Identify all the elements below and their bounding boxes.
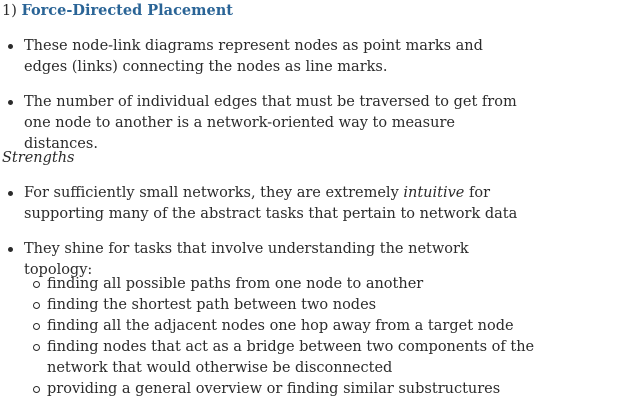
sub-list-item: finding all possible paths from one node…: [0, 274, 640, 295]
section-number: 1): [2, 3, 17, 19]
list-item-text: finding all the adjacent nodes one hop a…: [47, 318, 514, 334]
strengths-bullet-list: For sufficiently small networks, they ar…: [0, 183, 640, 281]
topology-task-list: finding all possible paths from one node…: [0, 274, 640, 400]
circle-bullet-icon: [33, 344, 40, 351]
circle-bullet-icon: [33, 323, 40, 330]
list-item-text: finding the shortest path between two no…: [47, 297, 377, 313]
list-item-text: finding all possible paths from one node…: [47, 276, 424, 292]
section-heading: 1) Force-Directed Placement: [2, 1, 233, 21]
list-item-text: providing a general overview or finding …: [47, 381, 501, 397]
list-item-text: These node-link diagrams represent nodes…: [24, 38, 483, 75]
circle-bullet-icon: [33, 386, 40, 393]
list-item: These node-link diagrams represent nodes…: [0, 36, 640, 78]
list-item: The number of individual edges that must…: [0, 92, 640, 155]
sub-list-item: finding the shortest path between two no…: [0, 295, 640, 316]
circle-bullet-icon: [33, 302, 40, 309]
bullet-icon: [8, 247, 13, 252]
bullet-icon: [8, 44, 13, 49]
section-title-link[interactable]: Force-Directed Placement: [21, 2, 233, 19]
intro-bullet-list: These node-link diagrams represent nodes…: [0, 36, 640, 155]
bullet-icon: [8, 191, 13, 196]
list-item: For sufficiently small networks, they ar…: [0, 183, 640, 225]
sub-list-item: finding nodes that act as a bridge betwe…: [0, 337, 640, 379]
sub-list-item: providing a general overview or finding …: [0, 379, 640, 400]
sub-list-item: finding all the adjacent nodes one hop a…: [0, 316, 640, 337]
text-run: For sufficiently small networks, they ar…: [24, 185, 404, 201]
text-run: for supporting many of the abstract task…: [24, 185, 518, 222]
list-item-text: They shine for tasks that involve unders…: [24, 241, 469, 278]
list-item-text: The number of individual edges that must…: [24, 94, 517, 152]
circle-bullet-icon: [33, 281, 40, 288]
strengths-label: Strengths: [2, 150, 75, 166]
emphasis-text: intuitive: [403, 185, 465, 201]
list-item-text: For sufficiently small networks, they ar…: [24, 183, 524, 225]
bullet-icon: [8, 100, 13, 105]
list-item: They shine for tasks that involve unders…: [0, 239, 640, 281]
list-item-text: finding nodes that act as a bridge betwe…: [47, 339, 535, 376]
